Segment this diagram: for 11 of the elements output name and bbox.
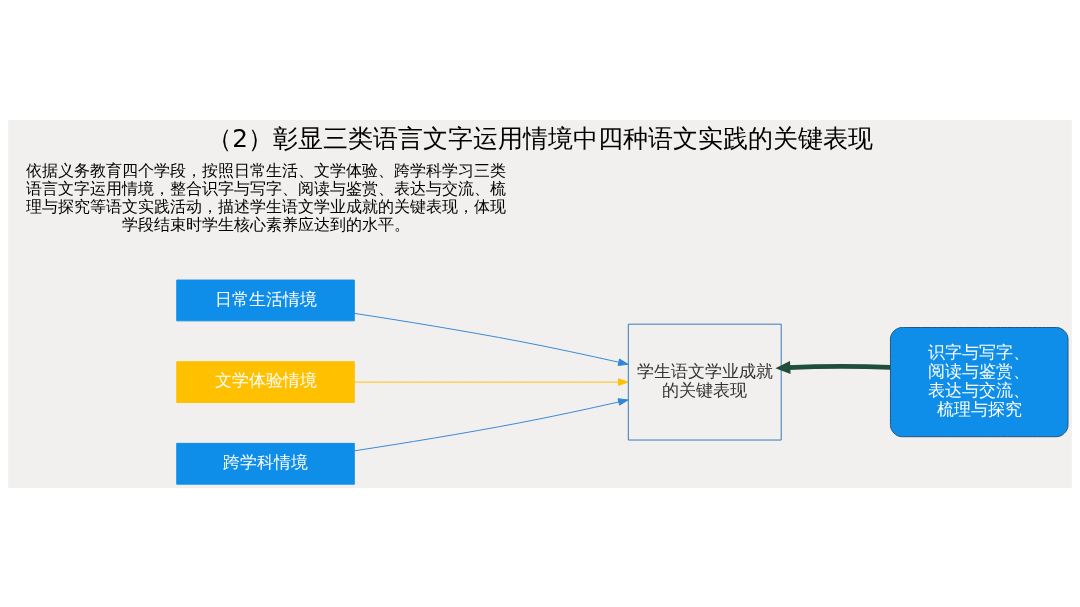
label: 依据义务教育四个学段，按照日常生活、文学体验、跨学科学习三类语言文字运用情境，整合识字与写字、阅读与鉴赏、表达与交流、梳理与探究等语文实践活动，描述学生语文学业成就的关键表现，体现学段结束时学生核心素养应达到的水平。: [25, 160, 506, 234]
node-box: 日常生活情境: [176, 279, 355, 321]
arrow: [353, 312, 629, 366]
arrow: [354, 377, 629, 386]
diagram-title: （2）彰显三类语言文字运用情境中四种语文实践的关键表现: [207, 123, 873, 153]
node-box: 识字与写字、阅读与鉴赏、表达与交流、梳理与探究: [889, 326, 1069, 437]
arrow: [775, 360, 891, 374]
node-box: 学生语文学业成就的关键表现: [627, 323, 782, 440]
arrow: [353, 397, 629, 451]
node-box: 跨学科情境: [176, 442, 355, 485]
node-box: 文学体验情境: [176, 360, 355, 403]
